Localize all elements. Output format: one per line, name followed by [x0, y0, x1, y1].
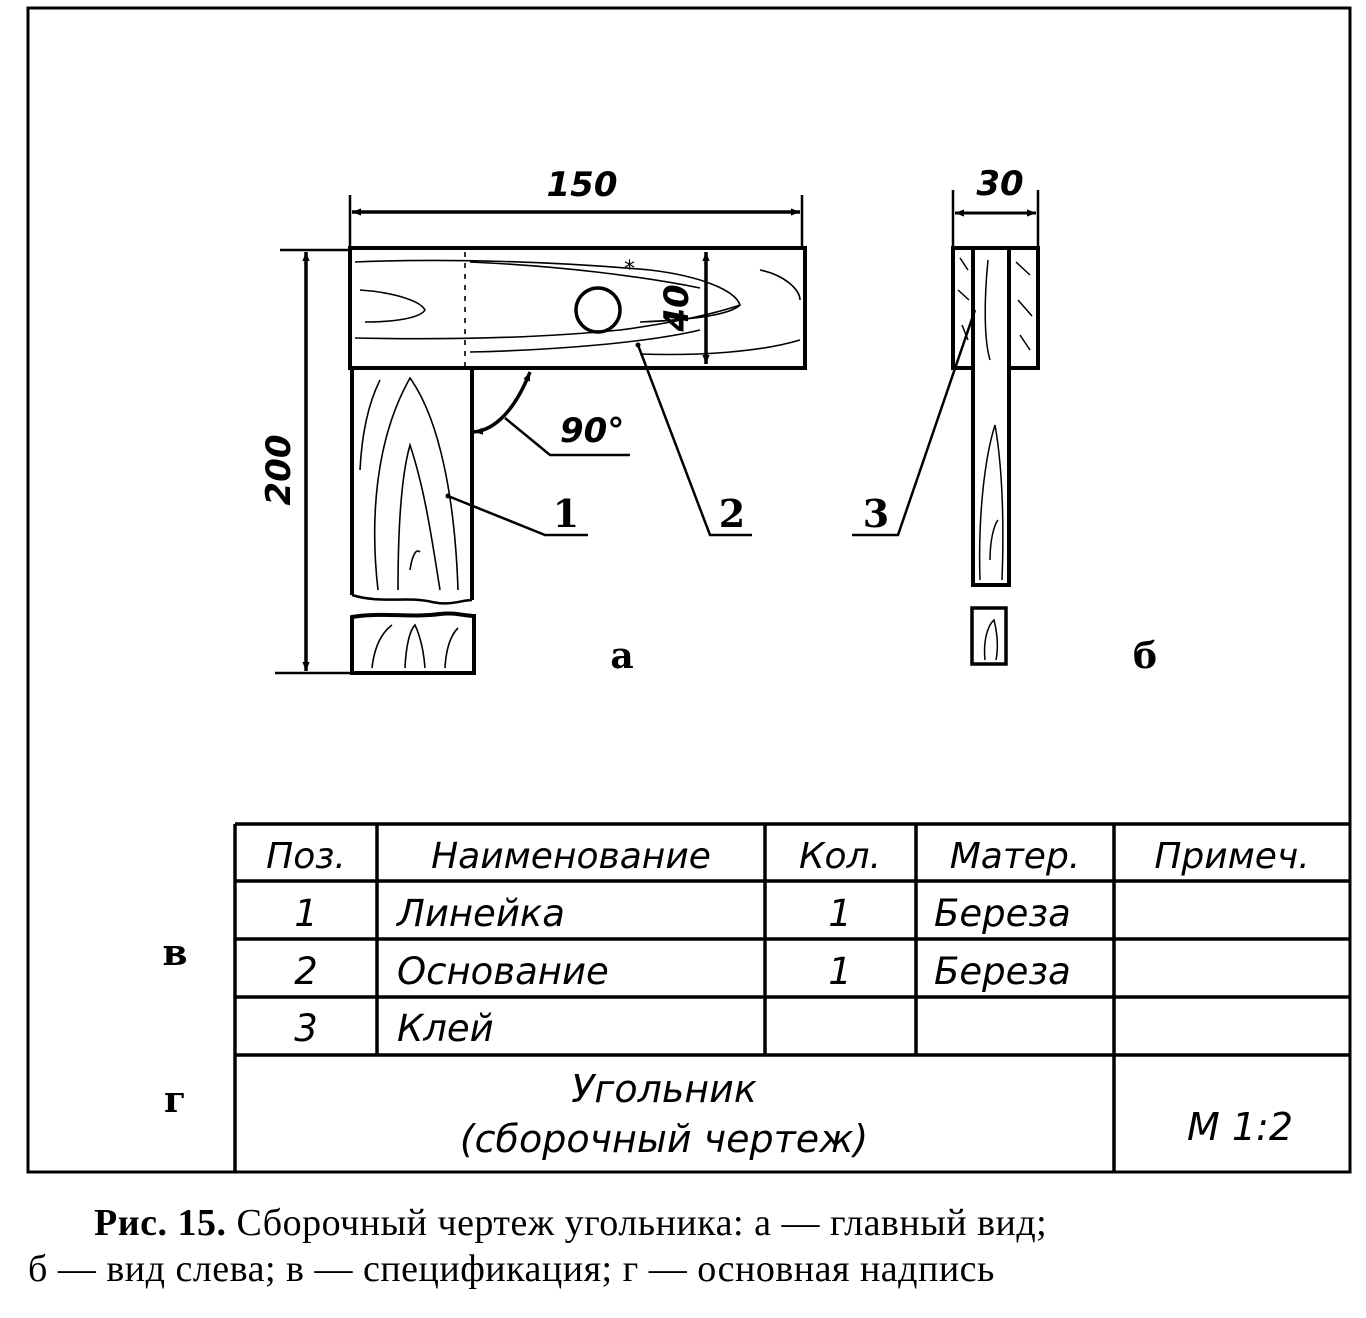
title-scale: М 1:2	[1187, 1105, 1293, 1149]
spec-header-material: Матер.	[950, 836, 1081, 877]
dimension-30	[951, 190, 1040, 248]
dimension-200	[275, 248, 352, 675]
leader-2-line	[636, 344, 752, 537]
grain-mark: *	[624, 257, 635, 282]
dim-width-label: 150	[547, 165, 618, 205]
angle-leader	[504, 417, 630, 457]
spec-cell-pos: 1	[294, 892, 318, 935]
angle-arc	[473, 371, 532, 435]
table-row: 2 Основание 1 Береза	[294, 950, 1071, 993]
base-part	[348, 246, 807, 370]
drawing-frame	[26, 6, 1352, 1174]
view-label-title: г	[164, 1079, 186, 1121]
spec-cell-material: Береза	[934, 892, 1071, 935]
spec-table: Поз. Наименование Кол. Матер. Примеч. 1 …	[233, 822, 1350, 1172]
side-ruler-stub	[970, 606, 1008, 666]
dim-thickness-label: 40	[657, 284, 697, 332]
spec-cell-name: Основание	[397, 950, 609, 993]
caption-label: Рис. 15.	[94, 1202, 227, 1244]
leader-2-label: 2	[719, 491, 745, 536]
leader-1-line	[447, 494, 588, 537]
table-row: 1 Линейка 1 Береза	[294, 892, 1071, 935]
hole	[574, 286, 622, 334]
table-row: 3 Клей	[294, 1007, 494, 1050]
spec-cell-pos: 2	[294, 950, 318, 993]
assembly-drawing: * 150 200 40	[26, 6, 1352, 1174]
spec-cell-material: Береза	[934, 950, 1071, 993]
spec-header-name: Наименование	[431, 836, 711, 877]
dim-height-label: 200	[259, 435, 299, 506]
caption-line-2: б — вид слева; в — спецификация; г — осн…	[28, 1248, 995, 1290]
ruler-part	[350, 368, 474, 600]
spec-cell-name: Линейка	[395, 892, 565, 935]
figure-caption: Рис. 15. Сборочный чертеж угольника: а —…	[28, 1200, 1348, 1292]
leader-3-label: 3	[863, 491, 889, 536]
spec-cell-qty: 1	[828, 892, 852, 935]
view-label-spec: в	[162, 932, 187, 974]
leader-3-line	[852, 309, 977, 537]
side-wood-grain	[957, 257, 1033, 661]
spec-header-note: Примеч.	[1154, 836, 1309, 877]
spec-cell-pos: 3	[294, 1007, 318, 1050]
ruler-stub	[350, 611, 476, 675]
dim-angle-label: 90°	[560, 411, 624, 451]
title-line-2: (сборочный чертеж)	[460, 1117, 868, 1161]
dim-side-label: 30	[976, 164, 1023, 204]
caption-line-1: Сборочный чертеж угольника: а — главный …	[236, 1202, 1048, 1244]
spec-cell-name: Клей	[397, 1007, 494, 1050]
dimension-150	[348, 195, 804, 248]
main-view: * 150 200 40	[259, 165, 807, 677]
spec-header-qty: Кол.	[799, 836, 881, 877]
title-line-1: Угольник	[571, 1067, 757, 1111]
ruler-break-upper	[351, 593, 473, 605]
view-label-main: а	[610, 635, 633, 677]
ruler-wood-grain	[359, 376, 459, 669]
leader-1-label: 1	[553, 491, 579, 536]
side-view: 30 3 б	[852, 164, 1157, 677]
spec-header-pos: Поз.	[266, 836, 346, 877]
spec-cell-qty: 1	[828, 950, 852, 993]
view-label-side: б	[1133, 635, 1157, 677]
